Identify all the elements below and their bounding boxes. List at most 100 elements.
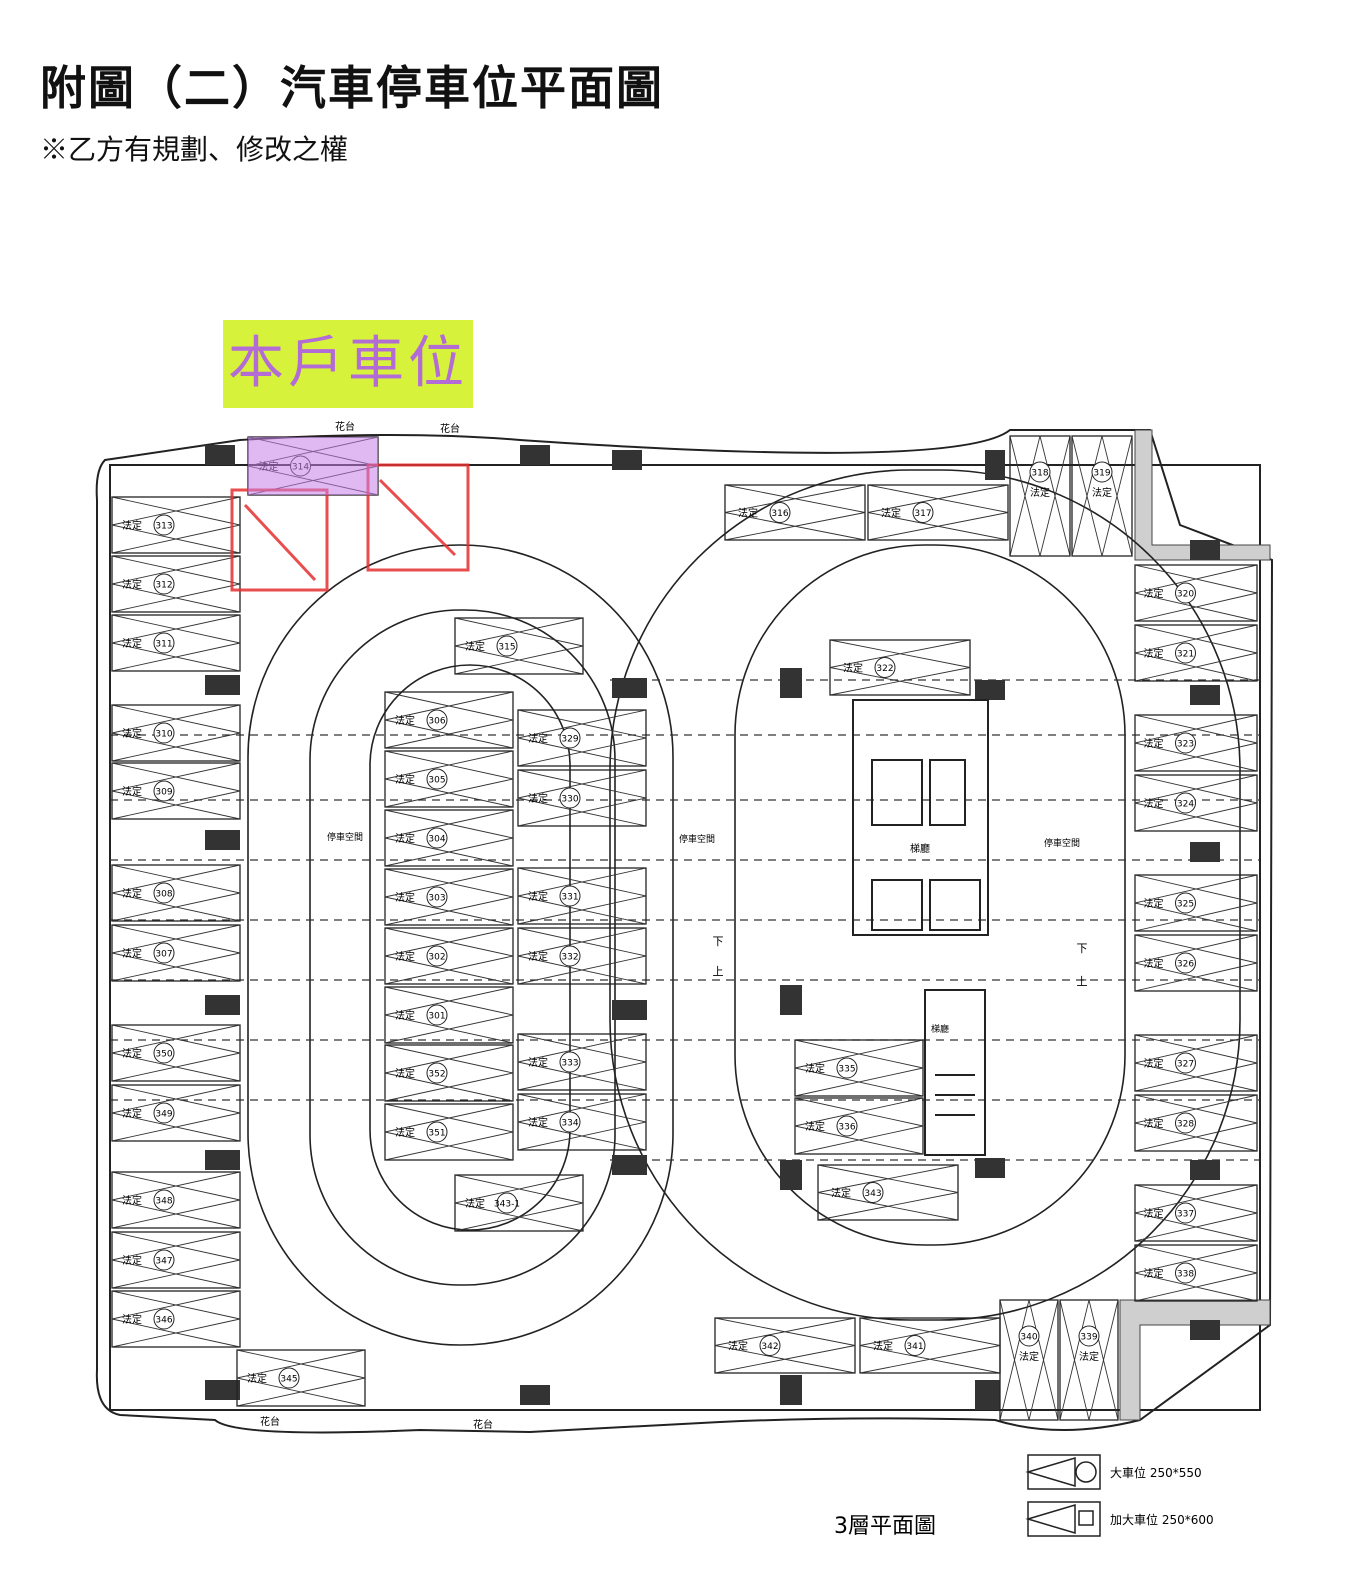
spot-number: 337 xyxy=(1177,1210,1194,1220)
spot-number: 334 xyxy=(561,1119,578,1129)
spot-legal-label: 法定 xyxy=(1144,957,1164,970)
spot-legal-label: 法定 xyxy=(1079,1350,1099,1363)
spot-number: 325 xyxy=(1177,900,1194,910)
spot-number: 323 xyxy=(1177,740,1194,750)
parking-spot-311: 法定 311 xyxy=(111,614,241,672)
spot-legal-label: 法定 xyxy=(395,773,415,786)
spot-number: 346 xyxy=(155,1316,172,1326)
spot-number: 351 xyxy=(428,1129,445,1139)
spot-legal-label: 法定 xyxy=(122,1047,142,1060)
own-parking-spot-highlight xyxy=(248,437,378,495)
spot-number: 335 xyxy=(838,1065,855,1075)
core-label: 梯廳 xyxy=(910,842,930,855)
spot-legal-label: 法定 xyxy=(738,507,758,520)
spot-legal-label: 法定 xyxy=(1144,1117,1164,1130)
spot-number: 312 xyxy=(155,581,172,591)
spot-legal-label: 法定 xyxy=(122,637,142,650)
ramp-direction-up-1: 上 xyxy=(713,965,724,978)
stair-elevator-core xyxy=(852,699,989,1156)
spot-legal-label: 法定 xyxy=(395,1126,415,1139)
parking-spot-347: 法定 347 xyxy=(111,1231,241,1289)
spot-number: 350 xyxy=(155,1050,172,1060)
spot-number: 352 xyxy=(428,1070,445,1080)
spot-legal-label: 法定 xyxy=(1144,797,1164,810)
parking-spot-325: 法定 325 xyxy=(1134,874,1258,932)
spot-legal-label: 法定 xyxy=(122,947,142,960)
spot-legal-label: 法定 xyxy=(528,792,548,805)
flower-bed-label-top-1: 花台 xyxy=(335,420,355,433)
parking-spot-350: 法定 350 xyxy=(111,1024,241,1082)
parking-spot-351: 法定 351 xyxy=(384,1103,514,1161)
spot-legal-label: 法定 xyxy=(395,832,415,845)
spot-legal-label: 法定 xyxy=(122,1254,142,1267)
legend-extra-large-spot-label: 加大車位 250*600 xyxy=(1110,1512,1214,1527)
parking-spot-323: 法定 323 xyxy=(1134,714,1258,772)
flower-bed-label-bottom-2: 花台 xyxy=(473,1418,493,1431)
spot-legal-label: 法定 xyxy=(843,662,863,675)
document-title: 附圖（二）汽車停車位平面圖 xyxy=(40,61,664,115)
spot-legal-label: 法定 xyxy=(805,1120,825,1133)
spot-legal-label: 法定 xyxy=(873,1340,893,1353)
spot-legal-label: 法定 xyxy=(1144,897,1164,910)
spot-legal-label: 法定 xyxy=(465,640,485,653)
spot-legal-label: 法定 xyxy=(831,1187,851,1200)
spot-legal-label: 法定 xyxy=(728,1340,748,1353)
spot-legal-label: 法定 xyxy=(881,507,901,520)
spot-legal-label: 法定 xyxy=(1144,1267,1164,1280)
spot-number: 331 xyxy=(561,893,578,903)
structural-columns xyxy=(205,445,1220,1410)
spot-legal-label: 法定 xyxy=(1144,1057,1164,1070)
parking-area-label-2: 停車空間 xyxy=(679,833,715,845)
parking-spot-340: 法定 340 xyxy=(999,1299,1059,1421)
spot-legal-label: 法定 xyxy=(395,714,415,727)
spot-legal-label: 法定 xyxy=(1144,737,1164,750)
ramp-direction-up-2: 上 xyxy=(1077,975,1088,988)
spot-number: 347 xyxy=(155,1257,172,1267)
spot-number: 327 xyxy=(1177,1060,1194,1070)
ramp-direction-down-2: 下 xyxy=(1077,942,1088,955)
spot-number: 317 xyxy=(914,509,931,519)
building-outline xyxy=(95,429,1274,1434)
flower-bed-label-top-2: 花台 xyxy=(440,422,460,435)
legend xyxy=(1025,1454,1101,1537)
spot-number: 311 xyxy=(155,640,172,650)
spot-number: 322 xyxy=(876,664,893,674)
spot-number: 320 xyxy=(1177,590,1194,600)
spot-legal-label: 法定 xyxy=(528,1056,548,1069)
spot-number: 330 xyxy=(561,795,578,805)
spot-legal-label: 法定 xyxy=(528,950,548,963)
spot-number: 304 xyxy=(428,835,445,845)
spot-legal-label: 法定 xyxy=(465,1197,485,1210)
spot-number: 319 xyxy=(1093,469,1110,479)
spot-legal-label: 法定 xyxy=(122,1313,142,1326)
spot-number: 340 xyxy=(1020,1333,1037,1343)
spot-legal-label: 法定 xyxy=(1092,486,1112,499)
spot-legal-label: 法定 xyxy=(395,1009,415,1022)
spot-number: 343 xyxy=(864,1189,881,1199)
spot-legal-label: 法定 xyxy=(1019,1350,1039,1363)
spot-number: 348 xyxy=(155,1197,172,1207)
